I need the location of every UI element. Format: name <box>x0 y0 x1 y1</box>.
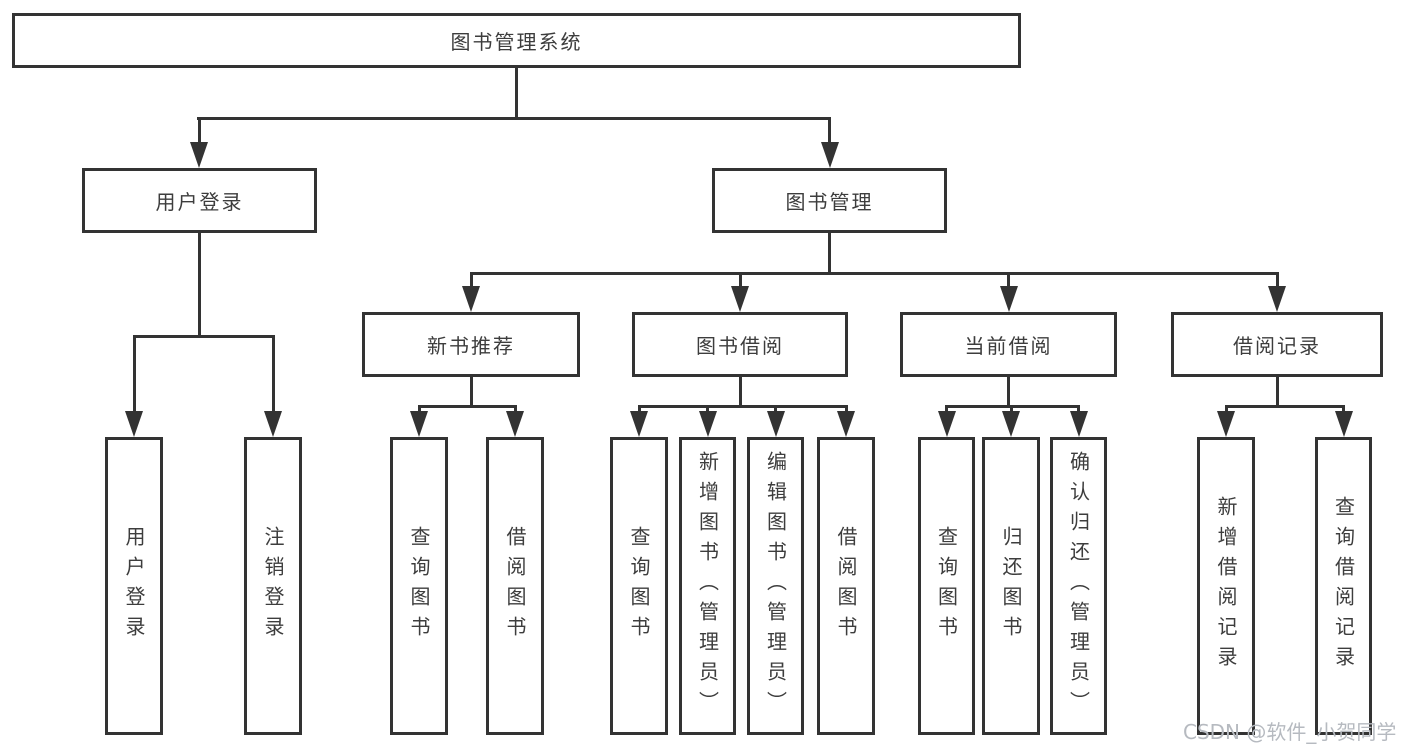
arrowhead-down-icon <box>698 411 717 437</box>
connector-vertical <box>132 335 136 415</box>
leaf-query-book-borrow-label: 查询图书 <box>627 526 651 646</box>
leaf-edit-book-admin: 编辑图书（管理员） <box>747 437 804 735</box>
connector-vertical <box>1342 405 1345 414</box>
connector-vertical <box>1275 377 1279 407</box>
node-book-borrow: 图书借阅 <box>632 312 848 377</box>
arrowhead-down-icon <box>190 142 208 168</box>
leaf-borrow-book-recommend: 借阅图书 <box>486 437 544 735</box>
connector-horizontal <box>637 405 848 408</box>
node-book-management-label: 图书管理 <box>785 190 874 214</box>
connector-vertical <box>1224 405 1228 414</box>
leaf-confirm-return-admin-label: 确认归还（管理员） <box>1066 451 1091 721</box>
leaf-return-book: 归还图书 <box>982 437 1040 735</box>
connector-vertical <box>828 233 831 275</box>
leaf-user-login-label: 用户登录 <box>122 526 146 646</box>
connector-vertical <box>469 272 473 290</box>
connector-vertical <box>706 405 709 414</box>
node-book-management: 图书管理 <box>712 168 947 233</box>
leaf-query-borrow-record-label: 查询借阅记录 <box>1331 496 1356 676</box>
node-root-label: 图书管理系统 <box>450 30 583 54</box>
connector-vertical <box>417 405 421 414</box>
node-book-borrow-label: 图书借阅 <box>696 334 784 358</box>
connector-vertical <box>774 405 777 414</box>
connector-vertical <box>197 233 201 337</box>
connector-vertical <box>1077 405 1080 414</box>
arrowhead-down-icon <box>937 411 956 437</box>
node-current-borrow: 当前借阅 <box>900 312 1117 377</box>
leaf-confirm-return-admin: 确认归还（管理员） <box>1050 437 1107 735</box>
connector-vertical <box>637 405 641 414</box>
arrowhead-down-icon <box>766 411 785 437</box>
node-root: 图书管理系统 <box>12 13 1021 68</box>
leaf-logout: 注销登录 <box>244 437 302 735</box>
leaf-add-book-admin: 新增图书（管理员） <box>679 437 736 735</box>
leaf-borrow-book-recommend-label: 借阅图书 <box>503 526 527 646</box>
csdn-watermark: CSDN @软件_小贺同学 <box>1183 720 1397 744</box>
leaf-add-borrow-record-label: 新增借阅记录 <box>1214 496 1238 676</box>
leaf-user-login: 用户登录 <box>105 437 163 735</box>
connector-horizontal <box>197 117 831 120</box>
connector-vertical <box>271 335 275 415</box>
leaf-borrow-book-borrow-label: 借阅图书 <box>834 526 858 646</box>
node-current-borrow-label: 当前借阅 <box>964 334 1053 358</box>
connector-horizontal <box>469 272 1279 275</box>
connector-horizontal <box>132 335 275 338</box>
arrowhead-down-icon <box>264 411 282 437</box>
arrowhead-down-icon <box>1268 286 1286 312</box>
leaf-query-book-borrow: 查询图书 <box>610 437 668 735</box>
connector-vertical <box>469 377 473 407</box>
leaf-add-borrow-record: 新增借阅记录 <box>1197 437 1255 735</box>
connector-vertical <box>1275 272 1279 290</box>
node-new-book-recommend-label: 新书推荐 <box>427 334 515 358</box>
node-user-login: 用户登录 <box>82 168 317 233</box>
leaf-query-book-recommend-label: 查询图书 <box>407 526 431 646</box>
leaf-query-borrow-record: 查询借阅记录 <box>1315 437 1372 735</box>
connector-vertical <box>513 405 517 414</box>
leaf-add-book-admin-label: 新增图书（管理员） <box>695 451 720 721</box>
node-borrow-record: 借阅记录 <box>1171 312 1383 377</box>
arrowhead-down-icon <box>820 142 839 168</box>
connector-vertical <box>945 405 948 414</box>
arrowhead-down-icon <box>999 286 1018 312</box>
leaf-edit-book-admin-label: 编辑图书（管理员） <box>763 451 788 721</box>
arrowhead-down-icon <box>837 411 855 437</box>
arrowhead-down-icon <box>1217 411 1235 437</box>
arrowhead-down-icon <box>410 411 428 437</box>
connector-vertical <box>738 377 742 407</box>
connector-vertical <box>1007 377 1010 407</box>
arrowhead-down-icon <box>506 411 524 437</box>
leaf-query-book-recommend: 查询图书 <box>390 437 448 735</box>
connector-vertical <box>515 68 518 120</box>
node-borrow-record-label: 借阅记录 <box>1233 334 1321 358</box>
connector-vertical <box>738 272 742 290</box>
connector-vertical <box>844 405 848 414</box>
arrowhead-down-icon <box>1334 411 1353 437</box>
leaf-query-book-current-label: 查询图书 <box>934 526 959 646</box>
leaf-return-book-label: 归还图书 <box>999 526 1023 646</box>
connector-horizontal <box>1224 405 1345 408</box>
connector-vertical <box>1009 405 1013 414</box>
connector-vertical <box>197 117 201 146</box>
leaf-borrow-book-borrow: 借阅图书 <box>817 437 875 735</box>
connector-vertical <box>1007 272 1010 290</box>
arrowhead-down-icon <box>731 286 749 312</box>
leaf-query-book-current: 查询图书 <box>918 437 975 735</box>
arrowhead-down-icon <box>462 286 480 312</box>
leaf-logout-label: 注销登录 <box>261 526 285 646</box>
arrowhead-down-icon <box>1002 411 1020 437</box>
arrowhead-down-icon <box>630 411 648 437</box>
arrowhead-down-icon <box>125 411 143 437</box>
connector-vertical <box>828 117 831 146</box>
connector-horizontal <box>417 405 517 408</box>
arrowhead-down-icon <box>1069 411 1088 437</box>
node-new-book-recommend: 新书推荐 <box>362 312 580 377</box>
node-user-login-label: 用户登录 <box>155 190 244 214</box>
